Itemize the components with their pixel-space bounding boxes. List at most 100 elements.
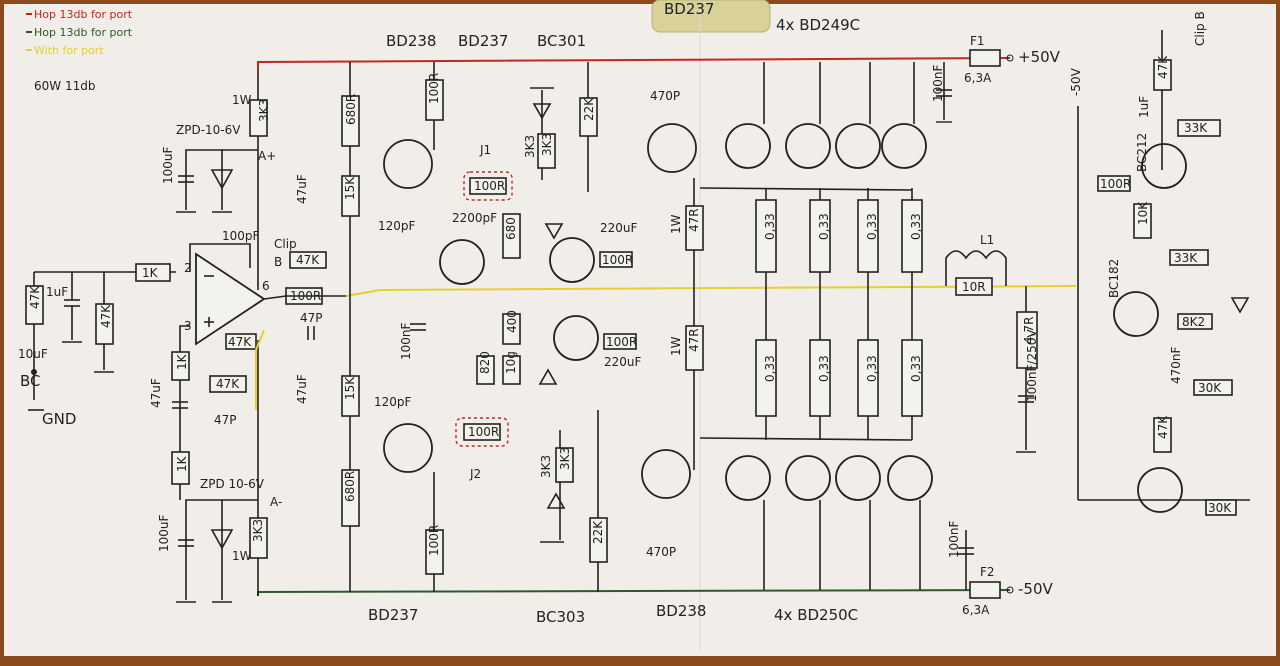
emitter-resistor-bot-4-value: 0,33	[909, 355, 923, 382]
input-bc-label: BC	[20, 372, 41, 390]
resistor-47k-gnd-value: 47K	[99, 304, 113, 328]
resistor-22k-bot-value: 22K	[591, 520, 605, 544]
emitter-resistor-top-2-value: 0,33	[817, 213, 831, 240]
cap-rail-pos: 100nF	[931, 64, 945, 102]
resistor-47r-bot-watt: 1W	[669, 336, 683, 356]
emitter-resistor-bot-1	[755, 339, 777, 417]
resistor-400	[502, 313, 521, 345]
cap-470p-top: 470P	[650, 89, 680, 103]
resistor-clip-47k-value: 47K	[296, 253, 320, 267]
cap-220u-bot: 220uF	[604, 355, 642, 369]
transistor-bd250c-1	[725, 455, 771, 501]
cap-120p-top: 120pF	[378, 219, 416, 233]
cap-100u-top-label: 100uF	[161, 146, 175, 184]
resistor-15k-top	[341, 175, 360, 217]
cap-fb-47p: 47P	[300, 311, 323, 325]
emitter-resistor-top-3-value: 0,33	[865, 213, 879, 240]
resistor-1k-low2-value: 1K	[175, 455, 189, 472]
resistor-10r-value: 10R	[962, 280, 986, 294]
transistor-bias-upper	[439, 239, 485, 285]
resistor-15k-bot	[341, 375, 360, 417]
transistor-bd249c-1	[725, 123, 771, 169]
prot-transistor-bc212	[1141, 143, 1187, 189]
resistor-680-mid-value: 680	[504, 217, 518, 240]
output-line	[345, 285, 1077, 297]
prot-resistor-47k-bot-value: 47K	[1156, 415, 1170, 439]
opamp-comp-cap: 100pF	[222, 229, 260, 243]
fuse-positive-rating: 6,3A	[964, 71, 992, 85]
heading-top-outputs: 4x BD249C	[776, 16, 860, 34]
cap-120p-bot: 120pF	[374, 395, 412, 409]
resistor-1k-in	[135, 263, 171, 282]
protection-rail-label: -50V	[1069, 67, 1083, 96]
transistor-bd249c-2	[785, 123, 831, 169]
transistor-bd250c-2	[785, 455, 831, 501]
resistor-22k-top-value: 22K	[582, 97, 596, 121]
resistor-3k3-top-watt: 1W	[232, 93, 252, 107]
prot-transistor-bc212-label: BC212	[1135, 133, 1149, 172]
resistor-47r-top-value: 47R	[687, 208, 701, 232]
resistor-47r-top-watt: 1W	[669, 214, 683, 234]
diode-top	[532, 103, 552, 120]
resistor-820-value: 820	[478, 351, 492, 374]
resistor-1k-low	[171, 351, 190, 381]
prot-resistor-30k-term-value: 30K	[1208, 501, 1232, 515]
coil-label: L1	[980, 233, 994, 247]
emitter-resistor-bot-2-value: 0,33	[817, 355, 831, 382]
resistor-clip-47k	[289, 251, 327, 269]
resistor-47k-gnd	[95, 303, 114, 345]
negative-rail-label: -50V	[1018, 580, 1053, 598]
emitter-resistor-top-4-value: 0,33	[909, 213, 923, 240]
resistor-10r	[955, 277, 993, 296]
positive-rail-label: +50V	[1018, 48, 1061, 66]
resistor-10g-value: 10g	[504, 351, 518, 374]
fuse-negative-rating: 6,3A	[962, 603, 990, 617]
prot-resistor-8k2-value: 8K2	[1182, 315, 1205, 329]
paper	[4, 4, 1276, 656]
yellow-feedback	[255, 329, 265, 410]
resistor-3k3-top	[249, 99, 268, 137]
emitter-resistor-top-1	[755, 199, 777, 273]
resistor-1k-in-value: 1K	[142, 266, 159, 280]
resistor-3k3-bot-watt: 1W	[232, 549, 252, 563]
jumper-j1: J1	[479, 143, 491, 157]
ground-symbols	[62, 87, 1036, 603]
resistor-offset-47k	[209, 375, 247, 393]
resistor-100r-pre-bot-value: 100R	[606, 335, 637, 349]
resistor-47r-bot	[685, 325, 704, 371]
resistor-47r-bot-value: 47R	[687, 328, 701, 352]
resistor-680r-top-value: 680R	[344, 94, 358, 125]
resistor-3k3-top-value: 3K3	[257, 99, 271, 122]
heading-bc301: BC301	[537, 32, 586, 50]
resistor-100r-top	[425, 79, 444, 121]
zener-bot-label: ZPD 10-6V	[200, 477, 265, 491]
prot-resistor-10k-value: 10K	[1136, 201, 1150, 225]
resistor-100r-bot-value: 100R	[427, 525, 441, 556]
fuse-positive	[969, 49, 1001, 67]
prot-resistor-30k	[1193, 379, 1233, 396]
cap-10u-in-label: 10uF	[18, 347, 48, 361]
resistor-22k-bot	[589, 517, 608, 563]
zobel-resistor	[1016, 311, 1038, 369]
diode-bot	[546, 492, 566, 509]
prot-transistor-bc182-label: BC182	[1107, 259, 1121, 298]
resistor-100r-pre-top-value: 100R	[602, 253, 633, 267]
resistor-15k-bot-value: 15K	[343, 376, 357, 400]
resistor-680-mid	[502, 213, 521, 259]
heading-bd237-bot: BD237	[368, 606, 418, 624]
resistor-3k3b-top-value: 3K3	[540, 133, 554, 156]
protection-out-label: Clip B	[1193, 11, 1207, 46]
jumper-j2: J2	[469, 467, 481, 481]
fuse-positive-label: F1	[970, 34, 985, 48]
prot-led	[1230, 297, 1250, 314]
cap-100u-bot-label: 100uF	[157, 514, 171, 552]
prot-resistor-47k-top-value: 47K	[1156, 55, 1170, 79]
diode-mid-top	[544, 223, 564, 240]
transistor-bd237-driver	[383, 423, 433, 473]
resistor-680r-top	[341, 95, 360, 147]
resistor-j1-value: 100R	[474, 179, 505, 193]
prot-resistor-33k-value: 33K	[1184, 121, 1208, 135]
heading-bd238-bot: BD238	[656, 602, 706, 620]
resistor-47r-top	[685, 205, 704, 251]
